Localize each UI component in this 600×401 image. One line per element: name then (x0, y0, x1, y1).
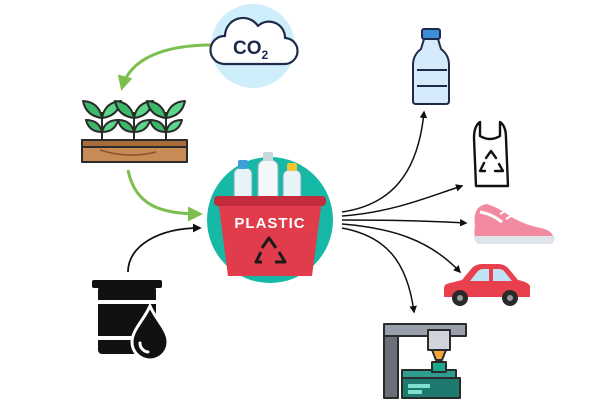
plastic-basket-icon: PLASTIC (207, 152, 333, 283)
arrow-to-car (341, 223, 462, 274)
svg-text:CO2: CO2 (233, 38, 269, 62)
arrow-to-printer (341, 227, 417, 314)
arrow-to-shoe (341, 218, 468, 227)
input-arrows (117, 43, 213, 273)
cloud-co2-icon: CO2 (209, 4, 299, 88)
arrow-to-bottle (341, 110, 428, 213)
arrow-oil-to-plastic (127, 223, 202, 273)
oil-barrel-icon (92, 280, 170, 362)
water-bottle-icon (412, 28, 450, 105)
3d-printer-icon (383, 323, 467, 399)
plastic-label: PLASTIC (234, 215, 305, 232)
co2-subscript: 2 (262, 48, 269, 62)
co2-label: CO (233, 38, 262, 59)
recycle-bag-icon (472, 120, 510, 188)
arrow-to-bag (341, 184, 464, 217)
car-icon (444, 264, 530, 306)
output-arrows (341, 110, 468, 314)
recycle-symbol-icon (254, 236, 287, 264)
sneaker-icon (474, 204, 555, 244)
arrow-plants-to-plastic (126, 169, 203, 222)
arrow-co2-to-plants (117, 43, 213, 91)
plant-seedlings-icon (81, 100, 188, 163)
